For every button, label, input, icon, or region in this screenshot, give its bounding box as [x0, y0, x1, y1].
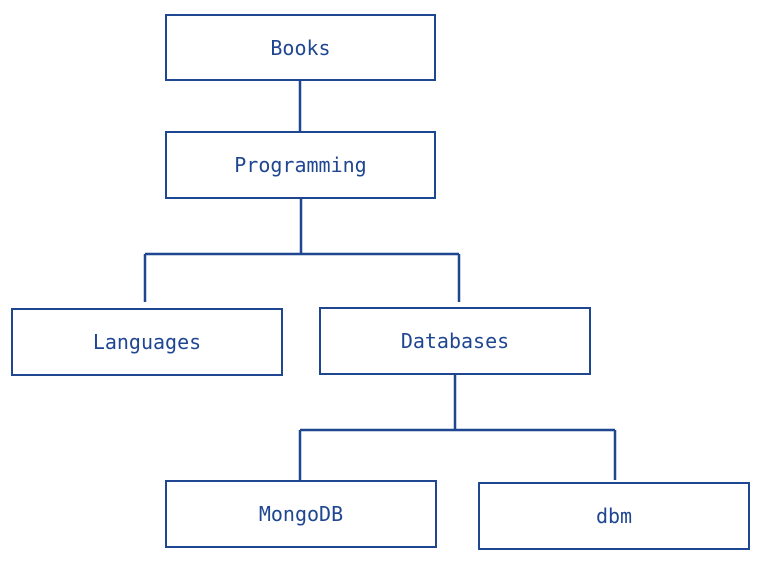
- node-programming-label: Programming: [234, 153, 367, 177]
- edge-databases-children: [298, 375, 617, 480]
- node-dbm: dbm: [478, 482, 750, 550]
- node-books-label: Books: [270, 35, 331, 60]
- node-programming: Programming: [165, 131, 436, 199]
- node-languages: Languages: [11, 308, 283, 376]
- node-databases-label: Databases: [400, 329, 510, 353]
- node-languages-label: Languages: [92, 330, 202, 354]
- node-databases: Databases: [319, 307, 591, 375]
- edge-programming-children: [143, 199, 461, 302]
- node-books: Books: [165, 14, 436, 81]
- node-mongodb: MongoDB: [165, 480, 437, 548]
- node-dbm-label: dbm: [595, 504, 633, 528]
- node-mongodb-label: MongoDB: [258, 502, 344, 526]
